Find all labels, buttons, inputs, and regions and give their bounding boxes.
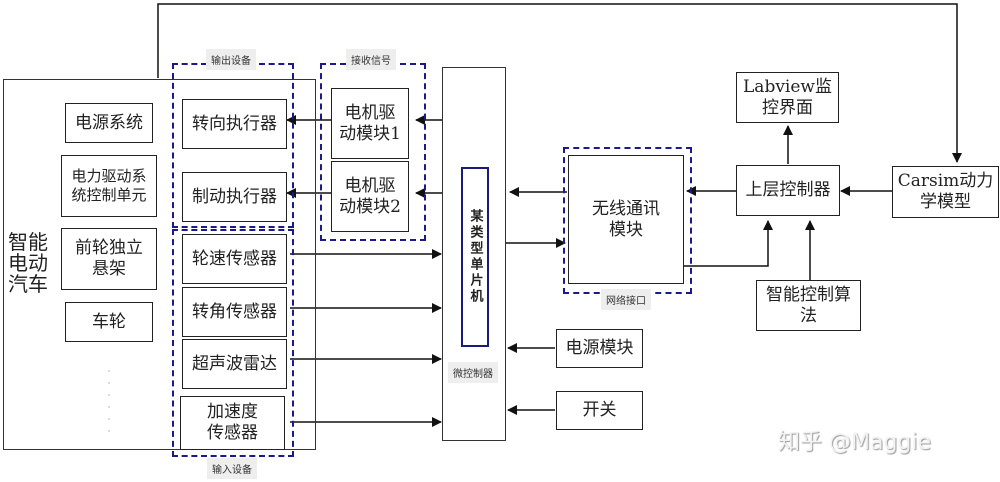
brake-actuator: 制动执行器: [182, 172, 287, 222]
upper-controller: 上层控制器: [736, 165, 840, 216]
ellipsis-dots: · · · · · ·: [107, 367, 111, 437]
car-front-suspension: 前轮独立 悬架: [61, 228, 157, 290]
switch: 开关: [556, 391, 643, 430]
wire-carsim-to-car: [157, 3, 962, 163]
power-module: 电源模块: [556, 329, 643, 368]
car-label: 智能 电动 汽车: [8, 230, 48, 296]
steering-angle-sensor: 转角传感器: [182, 287, 287, 337]
watermark: 知乎 @Maggie: [778, 430, 932, 455]
wire-wireless-upper: [684, 220, 773, 267]
motor-drive-module-1: 电机驱 动模块1: [331, 88, 409, 159]
wheel-speed-sensor: 轮速传感器: [182, 234, 287, 284]
steering-actuator: 转向执行器: [182, 99, 287, 149]
network-interface-label: 网络接口: [601, 289, 651, 310]
microcontroller-label: 微控制器: [448, 362, 498, 383]
labview-monitor: Labview监 控界面: [736, 72, 839, 123]
input-device-group: [172, 229, 294, 457]
mcu-chip: 某类型单片机: [461, 167, 489, 347]
acceleration-sensor: 加速度 传感器: [180, 396, 285, 450]
wireless-module: 无线通讯 模块: [568, 155, 684, 284]
car-wheel: 车轮: [65, 302, 153, 342]
carsim-model: Carsim动力 学模型: [892, 166, 999, 218]
car-outer-box: [3, 79, 316, 450]
ultrasonic-radar: 超声波雷达: [182, 339, 287, 389]
car-drive-control-unit: 电力驱动系 统控制单元: [61, 155, 157, 217]
input-device-label: 输入设备: [207, 458, 257, 479]
motor-drive-module-2: 电机驱 动模块2: [331, 161, 409, 232]
receive-signal-label: 接收信号: [346, 49, 396, 70]
output-device-label: 输出设备: [206, 49, 256, 70]
intelligent-control-algorithm: 智能控制算 法: [756, 280, 861, 331]
car-power-system: 电源系统: [65, 103, 153, 143]
